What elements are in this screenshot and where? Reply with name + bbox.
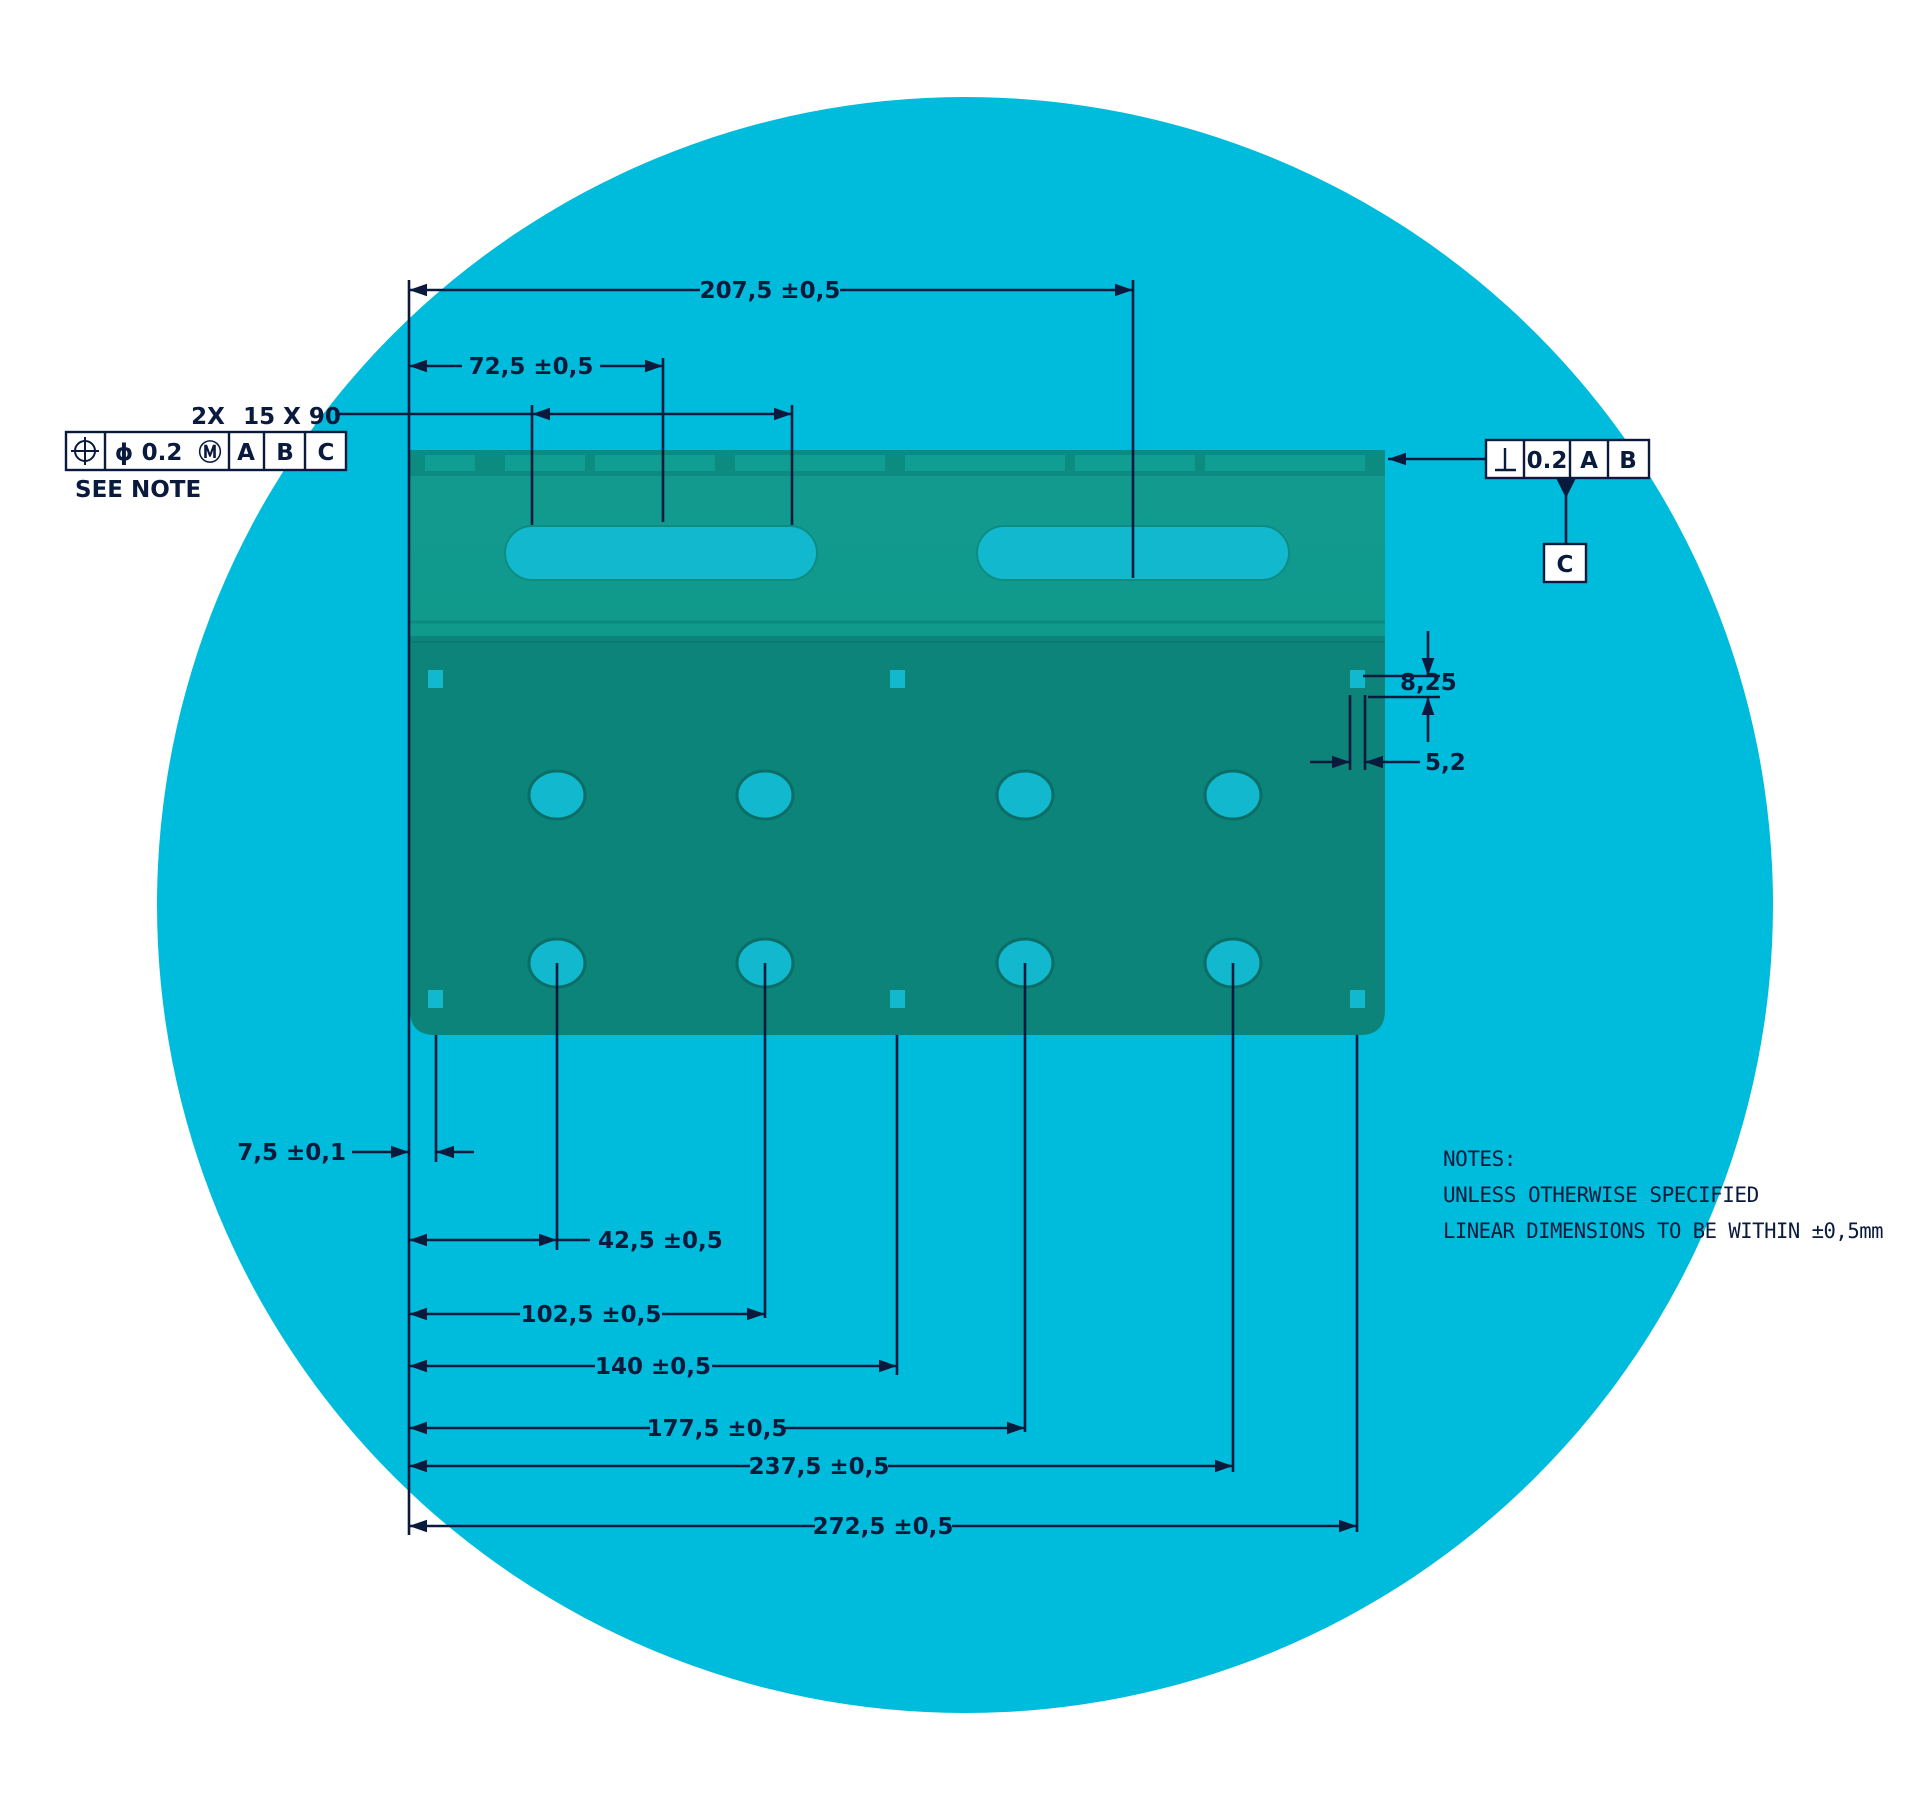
dim-237-5: 237,5 ±0,5 <box>749 1454 890 1480</box>
notes-line-1: UNLESS OTHERWISE SPECIFIED <box>1443 1183 1759 1207</box>
perpendicularity-tolerance: 0.2 <box>1527 448 1568 474</box>
dim-7-5: 7,5 ±0,1 <box>237 1140 346 1166</box>
dim-140: 140 ±0,5 <box>595 1354 711 1380</box>
square-hole <box>428 990 443 1008</box>
round-hole <box>1203 769 1263 821</box>
notes-block: NOTES: UNLESS OTHERWISE SPECIFIED LINEAR… <box>1443 1147 1884 1243</box>
dim-5-2: 5,2 <box>1425 750 1466 776</box>
datum-feature-c: C <box>1557 552 1574 578</box>
square-hole <box>890 670 905 688</box>
dim-272-5: 272,5 ±0,5 <box>813 1514 954 1540</box>
round-hole <box>527 769 587 821</box>
diameter-icon: ϕ <box>115 440 133 466</box>
square-hole <box>1350 670 1365 688</box>
position-tolerance: 0.2 <box>142 440 183 466</box>
slot-size-label: 15 X 90 <box>243 404 341 430</box>
square-hole <box>890 990 905 1008</box>
datum-c-ref: C <box>318 440 335 466</box>
dimension-labels: 207,5 ±0,5 72,5 ±0,5 7,5 ±0,1 42,5 ±0,5 … <box>237 278 1466 1540</box>
plate-face <box>410 636 1385 1035</box>
notes-title: NOTES: <box>1443 1147 1516 1171</box>
dimension-lines <box>335 283 1576 1533</box>
round-hole <box>735 769 795 821</box>
bracket-part <box>410 450 1385 1035</box>
dim-8-25: 8,25 <box>1400 670 1457 696</box>
dim-42-5: 42,5 ±0,5 <box>598 1228 723 1254</box>
see-note-label: SEE NOTE <box>75 477 201 503</box>
notes-line-2: LINEAR DIMENSIONS TO BE WITHIN ±0,5mm <box>1443 1219 1883 1243</box>
round-hole <box>995 769 1055 821</box>
square-hole <box>1350 990 1365 1008</box>
position-feature-control-frame: 2X 15 X 90 ϕ 0.2 Ⓜ A B C SEE NOTE <box>64 404 348 503</box>
datum-b-ref: B <box>276 440 294 466</box>
slot-left <box>504 525 818 581</box>
dim-102-5: 102,5 ±0,5 <box>521 1302 662 1328</box>
perp-datum-a-ref: A <box>1580 448 1598 474</box>
dim-177-5: 177,5 ±0,5 <box>647 1416 788 1442</box>
slot-count-label: 2X <box>191 404 225 430</box>
square-hole <box>428 670 443 688</box>
position-icon <box>71 437 99 465</box>
dim-72-5: 72,5 ±0,5 <box>469 354 594 380</box>
extension-lines <box>407 280 1440 1535</box>
datum-a-ref: A <box>237 440 255 466</box>
dim-207-5: 207,5 ±0,5 <box>700 278 841 304</box>
perpendicularity-feature-control-frame: 0.2 A B C <box>1484 438 1651 584</box>
perpendicularity-icon <box>1495 448 1516 472</box>
perp-datum-b-ref: B <box>1619 448 1637 474</box>
mmc-modifier-icon: Ⓜ <box>199 439 222 466</box>
